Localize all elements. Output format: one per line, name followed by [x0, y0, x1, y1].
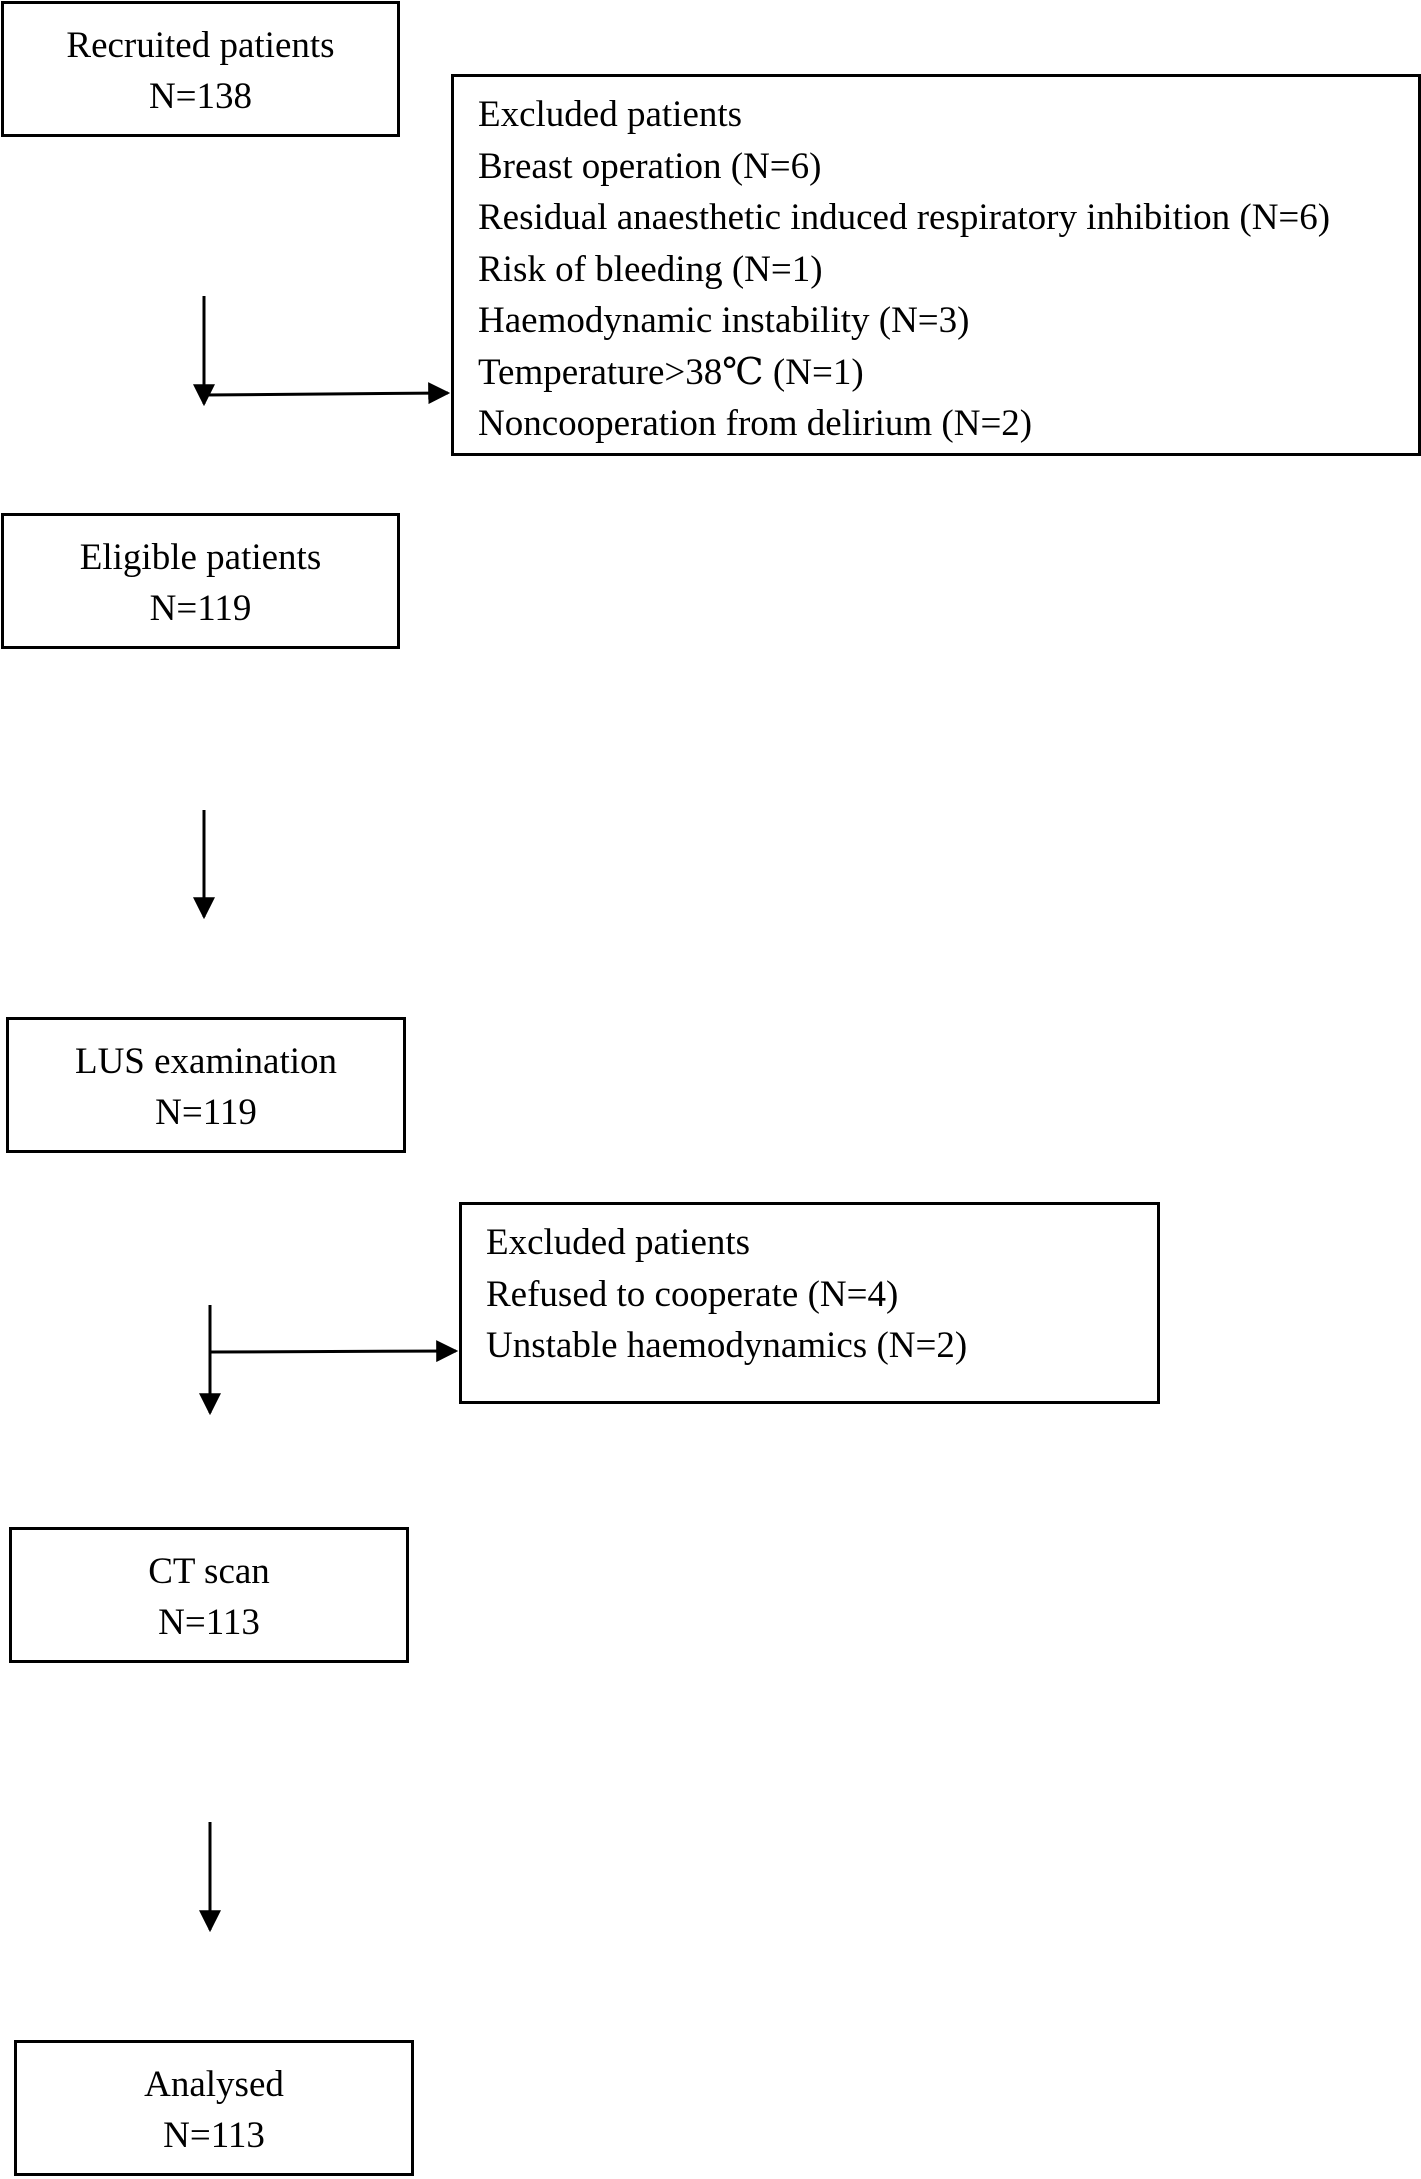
- eligible-label: Eligible patients: [79, 537, 322, 578]
- exclusion1-item: Haemodynamic instability (N=3): [478, 300, 970, 341]
- lus-label: LUS examination: [74, 1041, 338, 1082]
- recruited-box: Recruited patients N=138: [1, 1, 400, 137]
- eligible-count: N=119: [149, 588, 252, 629]
- analysed-label: Analysed: [144, 2064, 284, 2105]
- lus-box: LUS examination N=119: [6, 1017, 406, 1153]
- analysed-count: N=113: [163, 2115, 265, 2156]
- analysed-box: Analysed N=113: [14, 2040, 414, 2176]
- recruited-label: Recruited patients: [66, 25, 335, 66]
- lus-count: N=119: [155, 1092, 257, 1133]
- exclusion2-item: Refused to cooperate (N=4): [486, 1273, 899, 1315]
- exclusion1-item: Risk of bleeding (N=1): [478, 248, 823, 290]
- ct-count: N=113: [158, 1602, 260, 1643]
- exclusion1-title: Excluded patients: [478, 94, 743, 135]
- arrow-to-exclusion1: [203, 382, 451, 405]
- exclusion1-box: Excluded patients Breast operation (N=6)…: [451, 74, 1421, 456]
- exclusion1-item: Breast operation (N=6): [478, 145, 822, 187]
- exclusion2-item: Unstable haemodynamics (N=2): [486, 1325, 968, 1366]
- arrow-to-exclusion2: [209, 1340, 459, 1363]
- ct-label: CT scan: [148, 1551, 270, 1592]
- eligible-box: Eligible patients N=119: [1, 513, 400, 649]
- exclusion2-title: Excluded patients: [486, 1222, 751, 1263]
- exclusion1-item: Temperature>38℃ (N=1): [478, 351, 864, 393]
- exclusion1-item: Noncooperation from delirium (N=2): [478, 403, 1033, 444]
- recruited-count: N=138: [148, 76, 253, 117]
- exclusion1-item: Residual anaesthetic induced respiratory…: [478, 197, 1331, 238]
- ct-box: CT scan N=113: [9, 1527, 409, 1663]
- exclusion2-box: Excluded patients Refused to cooperate (…: [459, 1202, 1160, 1404]
